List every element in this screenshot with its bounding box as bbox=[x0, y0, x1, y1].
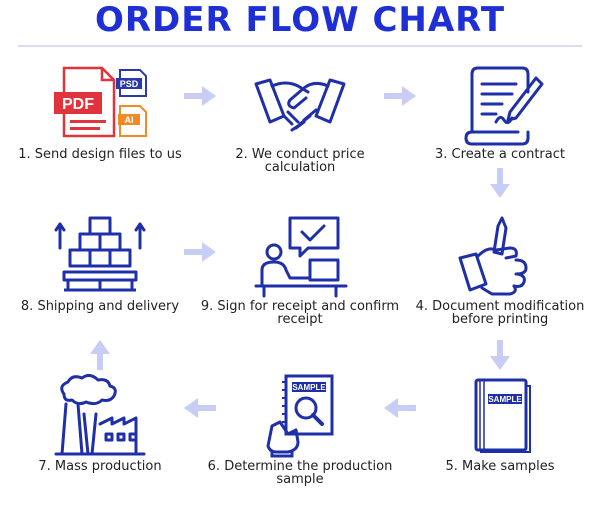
arrow-up-icon bbox=[90, 340, 110, 370]
step-5: SAMPLE 5. Make samples bbox=[400, 370, 600, 520]
sample-tag: SAMPLE bbox=[292, 383, 326, 392]
step-3: 3. Create a contract bbox=[400, 58, 600, 208]
handshake-icon bbox=[254, 78, 346, 132]
arrow-down-icon bbox=[490, 168, 510, 198]
step-2: 2. We conduct price calculation bbox=[200, 58, 400, 208]
step-9: 9. Sign for receipt and confirm receipt bbox=[200, 210, 400, 360]
sample-magnifier-icon: SAMPLE bbox=[266, 374, 334, 458]
arrow-left-icon bbox=[184, 398, 216, 418]
page-title: ORDER FLOW CHART bbox=[94, 0, 506, 40]
step-label: 4. Document modification before printing bbox=[415, 299, 585, 327]
step-4: 4. Document modification before printing bbox=[400, 210, 600, 360]
psd-badge-label: PSD bbox=[120, 79, 139, 89]
arrow-right-icon bbox=[184, 86, 216, 106]
step-label: 1. Send design files to us bbox=[18, 147, 182, 162]
person-check-icon bbox=[254, 216, 348, 298]
arrow-down-icon bbox=[490, 340, 510, 370]
step-label: 8. Shipping and delivery bbox=[20, 299, 180, 314]
step-label: 7. Mass production bbox=[38, 459, 162, 474]
hand-pen-icon bbox=[458, 216, 528, 296]
step-label: 9. Sign for receipt and confirm receipt bbox=[200, 299, 400, 327]
ai-badge-label: AI bbox=[125, 115, 134, 125]
sample-book-icon: SAMPLE bbox=[474, 378, 531, 453]
arrow-right-icon bbox=[384, 86, 416, 106]
arrow-left-icon bbox=[384, 398, 416, 418]
title-divider bbox=[18, 45, 582, 47]
step-1: PDF PSD AI 1. Send design files to us bbox=[0, 58, 200, 208]
step-7: 7. Mass production bbox=[0, 370, 200, 520]
design-files-icon: PDF PSD AI bbox=[54, 66, 147, 138]
step-label: 3. Create a contract bbox=[435, 147, 565, 162]
sample-tag: SAMPLE bbox=[488, 395, 522, 404]
factory-icon bbox=[54, 374, 146, 456]
pdf-badge-label: PDF bbox=[62, 96, 94, 113]
step-8: 8. Shipping and delivery bbox=[0, 210, 200, 360]
contract-icon bbox=[464, 66, 544, 146]
step-label: 6. Determine the production sample bbox=[207, 459, 393, 487]
arrow-right-icon bbox=[184, 242, 216, 262]
step-label: 2. We conduct price calculation bbox=[235, 147, 365, 175]
boxes-pallet-icon bbox=[54, 216, 146, 292]
step-label: 5. Make samples bbox=[445, 459, 555, 474]
step-6: SAMPLE 6. Determine the production sampl… bbox=[200, 370, 400, 520]
